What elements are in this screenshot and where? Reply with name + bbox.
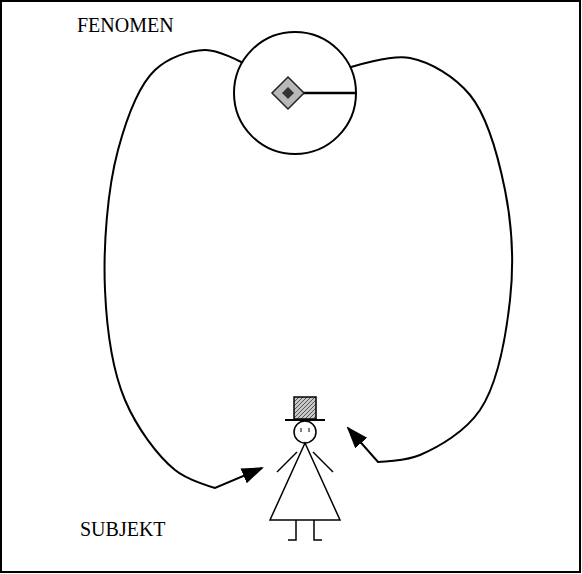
- top-hat: [294, 397, 316, 419]
- person-illustration: [262, 394, 348, 546]
- node-label: FENOMEN: [75, 14, 176, 36]
- legs: [288, 520, 322, 540]
- right-arm: [313, 452, 333, 472]
- left-arm: [277, 452, 297, 472]
- subject-figure: SUBJEKT: [262, 394, 348, 546]
- circle-border: [234, 32, 356, 154]
- diamond-core: [282, 87, 294, 99]
- phenomenon-circle: FENOMEN: [233, 31, 357, 155]
- node-label: SUBJEKT: [78, 518, 168, 540]
- circle-outline: [233, 31, 357, 155]
- head: [294, 421, 316, 443]
- dress-body: [270, 443, 340, 520]
- loop-connector: [348, 57, 512, 462]
- phenomenon-diamond: [272, 77, 304, 109]
